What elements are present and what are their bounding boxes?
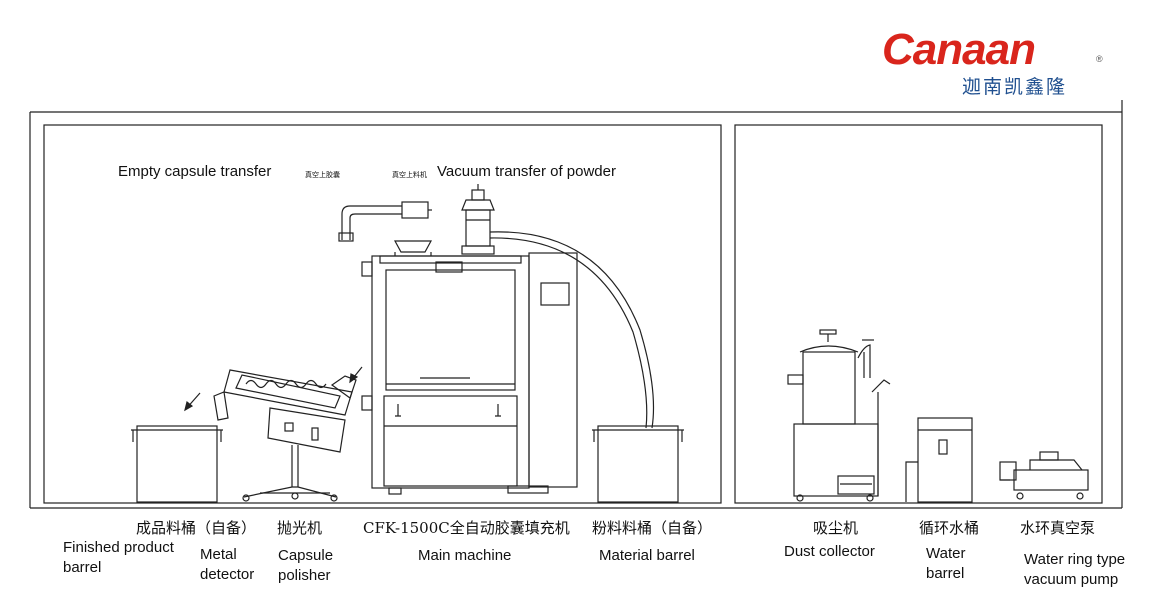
- production-room-frame: [43, 124, 722, 504]
- vacuum-pump-label-1: Water ring type: [1024, 551, 1126, 568]
- water-barrel-drawing: [905, 417, 973, 503]
- material-barrel-label: Material barrel: [599, 547, 695, 564]
- vacuum-pump-drawing: [999, 451, 1089, 500]
- metal-detector-label-1: Metal: [200, 546, 237, 563]
- polisher-label-1: Capsule: [278, 547, 334, 564]
- finished-barrel-label-2: barrel: [63, 559, 102, 576]
- empty-capsule-transfer-drawing: [338, 201, 432, 242]
- dust-collector-chinese: 吸尘机: [813, 519, 859, 537]
- dust-collector-drawing: [787, 329, 891, 502]
- vacuum-powder-transfer-label: Vacuum transfer of powder: [437, 163, 616, 180]
- powder-transfer-hose: [489, 231, 655, 429]
- material-barrel-drawing: [592, 425, 684, 503]
- finished-product-barrel-drawing: [131, 425, 223, 503]
- auxiliary-room-frame: [734, 124, 1103, 504]
- registered-mark: ®: [1096, 54, 1103, 64]
- dust-collector-label: Dust collector: [784, 543, 875, 560]
- vacuum-pump-chinese: 水环真空泵: [1020, 519, 1096, 537]
- logo-wordmark: Canaan: [882, 25, 1036, 74]
- polisher-chinese: 抛光机: [277, 519, 323, 537]
- water-barrel-label-2: barrel: [926, 565, 965, 582]
- main-machine-chinese: CFK-1500C全自动胶囊填充机: [363, 519, 570, 537]
- water-barrel-chinese: 循环水桶: [919, 519, 980, 537]
- material-barrel-chinese: 粉料料桶（自备）: [592, 519, 713, 537]
- finished-barrel-label-1: Finished product: [63, 539, 174, 556]
- empty-capsule-transfer-label: Empty capsule transfer: [118, 163, 272, 180]
- metal-detector-label-2: detector: [200, 566, 255, 583]
- canaan-logo: Canaan ® 迦南凯鑫隆: [880, 25, 1110, 99]
- logo-chinese-name: 迦南凯鑫隆: [962, 76, 1068, 98]
- vacuum-pump-label-2: vacuum pump: [1024, 571, 1119, 588]
- main-machine-drawing: [361, 240, 578, 495]
- capsule-polisher-drawing: [213, 369, 357, 502]
- vacuum-feeder-drawing: [461, 184, 495, 255]
- water-barrel-label-1: Water: [926, 545, 966, 562]
- vacuum-powder-chinese-tag: 真空上料机: [392, 171, 427, 179]
- empty-capsule-chinese-tag: 真空上胶囊: [305, 171, 340, 179]
- finished-barrel-chinese: 成品料桶（自备）: [136, 519, 257, 537]
- polisher-label-2: polisher: [278, 567, 331, 584]
- main-machine-label: Main machine: [418, 547, 512, 564]
